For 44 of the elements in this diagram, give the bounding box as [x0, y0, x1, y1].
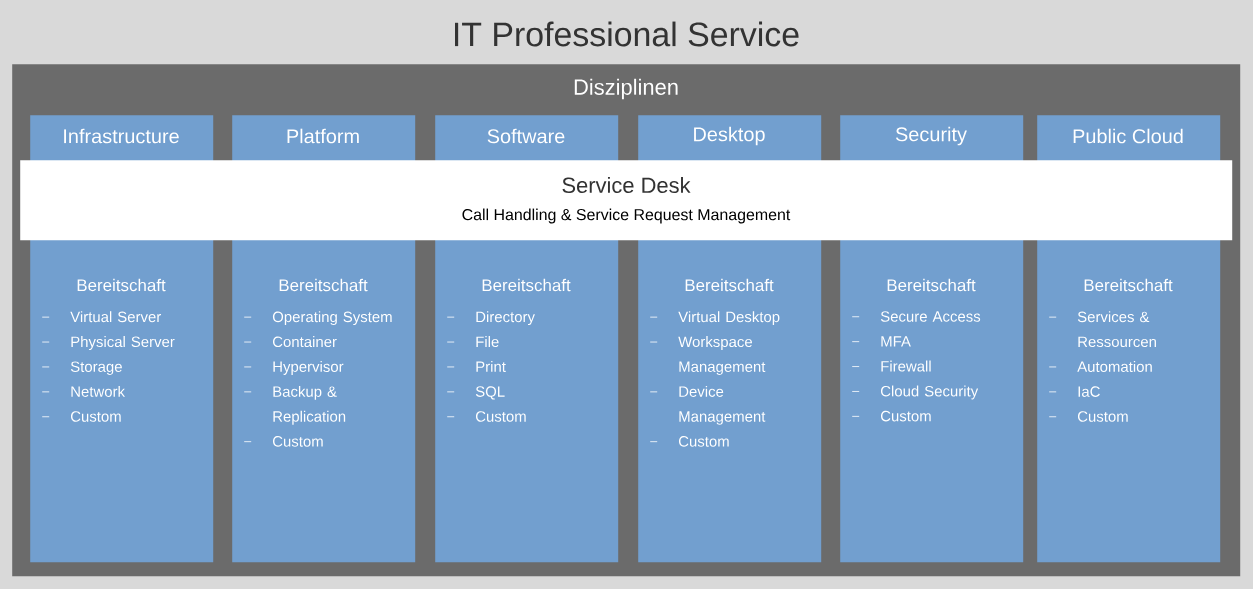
column-heading: Public Cloud — [1073, 128, 1183, 144]
panel-heading: Disziplinen — [574, 78, 678, 100]
list-item: Firewall — [851, 360, 931, 372]
list-heading: Bereitschaft — [685, 278, 774, 292]
column-heading: Desktop — [694, 126, 765, 146]
list-item: File — [446, 336, 499, 348]
column-heading: Software — [487, 128, 565, 144]
list-item: Container — [243, 336, 337, 348]
list-item: Device Management — [649, 385, 766, 425]
list-item: Custom — [446, 411, 526, 422]
list-item: Custom — [41, 411, 121, 422]
list-item: Backup & Replication — [243, 385, 346, 425]
list-item: Services & Ressourcen — [1048, 311, 1156, 348]
list-item: Network — [41, 385, 125, 397]
list-item: Directory — [446, 311, 535, 326]
list-item: Virtual Desktop — [649, 311, 780, 326]
list-item: Operating System — [243, 311, 392, 326]
list-heading: Bereitschaft — [279, 278, 368, 292]
list-item: Secure Access — [851, 311, 981, 322]
list-item: Custom — [243, 436, 323, 447]
list-item: Print — [446, 361, 506, 372]
list-heading: Bereitschaft — [1084, 278, 1173, 292]
column-heading: Platform — [287, 128, 359, 144]
list-item: SQL — [446, 386, 505, 400]
list-item: Virtual Server — [41, 311, 161, 323]
list-item: MFA — [851, 336, 911, 347]
list-item: Storage — [41, 361, 122, 375]
band-subtitle: Call Handling & Service Request Management — [462, 208, 791, 224]
list-item: Custom — [1048, 411, 1128, 422]
column-heading: Security — [895, 126, 967, 146]
list-item: Custom — [851, 410, 931, 422]
list-item: Custom — [649, 436, 729, 447]
list-item: IaC — [1048, 386, 1100, 397]
list-item: Workspace Management — [649, 336, 766, 375]
title: IT Professional Service — [455, 21, 799, 47]
list-heading: Bereitschaft — [482, 278, 571, 292]
list-heading: Bereitschaft — [887, 278, 976, 292]
band-heading: Service Desk — [562, 176, 691, 194]
list-item: Cloud Security — [851, 385, 979, 400]
column-heading: Infrastructure — [64, 128, 179, 144]
list-item: Hypervisor — [243, 361, 344, 375]
list-item: Automation — [1048, 361, 1152, 372]
list-item: Physical Server — [41, 336, 175, 350]
list-heading: Bereitschaft — [77, 278, 166, 292]
